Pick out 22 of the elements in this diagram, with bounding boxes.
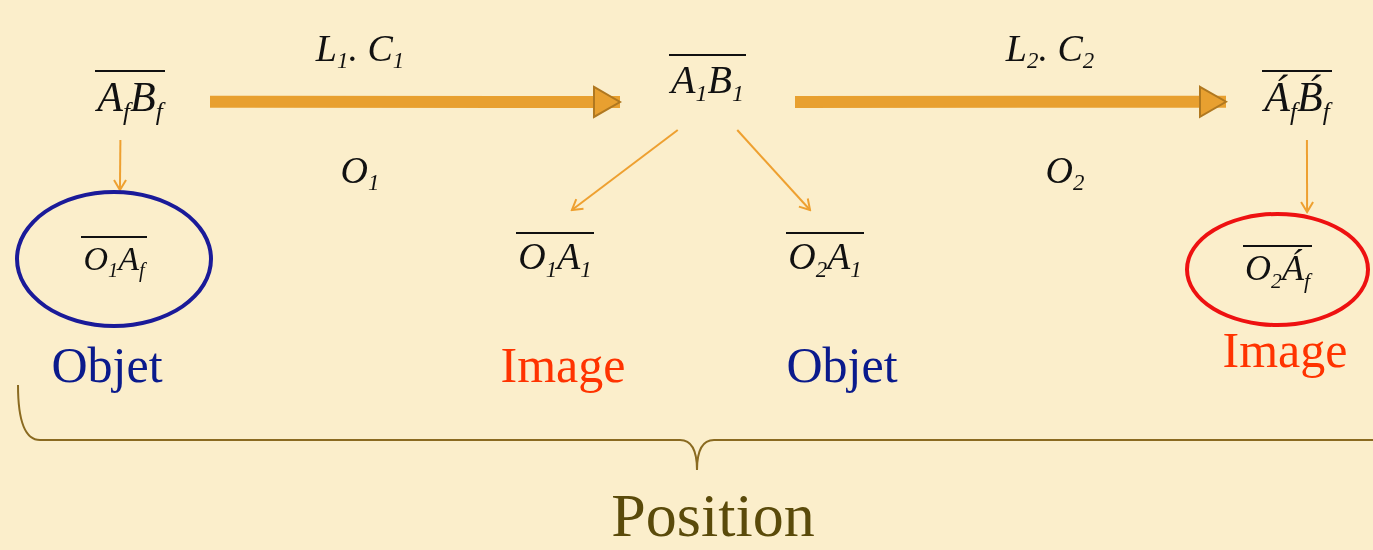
vector-expression: Á$_{f}$B́$_{f}$ — [1262, 69, 1332, 126]
vector-expression: O$_{1}$A$_{1}$ — [516, 232, 594, 283]
vector-expression: A$_{f}$B$_{f}$ — [95, 69, 165, 126]
arrow — [1300, 139, 1315, 213]
ellipse-outline — [1185, 212, 1370, 327]
vector-expression: O$_{1}$A$_{f}$ — [81, 236, 147, 282]
arrow — [795, 85, 1227, 118]
vector-expression: O$_{2}$Á$_{f}$ — [1243, 245, 1312, 294]
arrow — [210, 86, 621, 118]
caption-label: Image — [500, 336, 626, 394]
caption-label: Objet — [786, 336, 898, 394]
text-label: O$_{2}$ — [1045, 147, 1085, 197]
text-label: O$_{1}$ — [340, 147, 380, 197]
arrow — [570, 129, 679, 211]
caption-label: Objet — [51, 336, 163, 394]
arrow — [736, 129, 812, 211]
vector-expression: A$_{1}$B$_{1}$ — [669, 53, 746, 107]
arrow — [113, 139, 128, 191]
text-label: Position — [611, 479, 815, 550]
caption-label: Image — [1222, 321, 1348, 379]
vector-expression: O$_{2}$A$_{1}$ — [786, 232, 864, 283]
ellipse-outline — [15, 190, 213, 328]
